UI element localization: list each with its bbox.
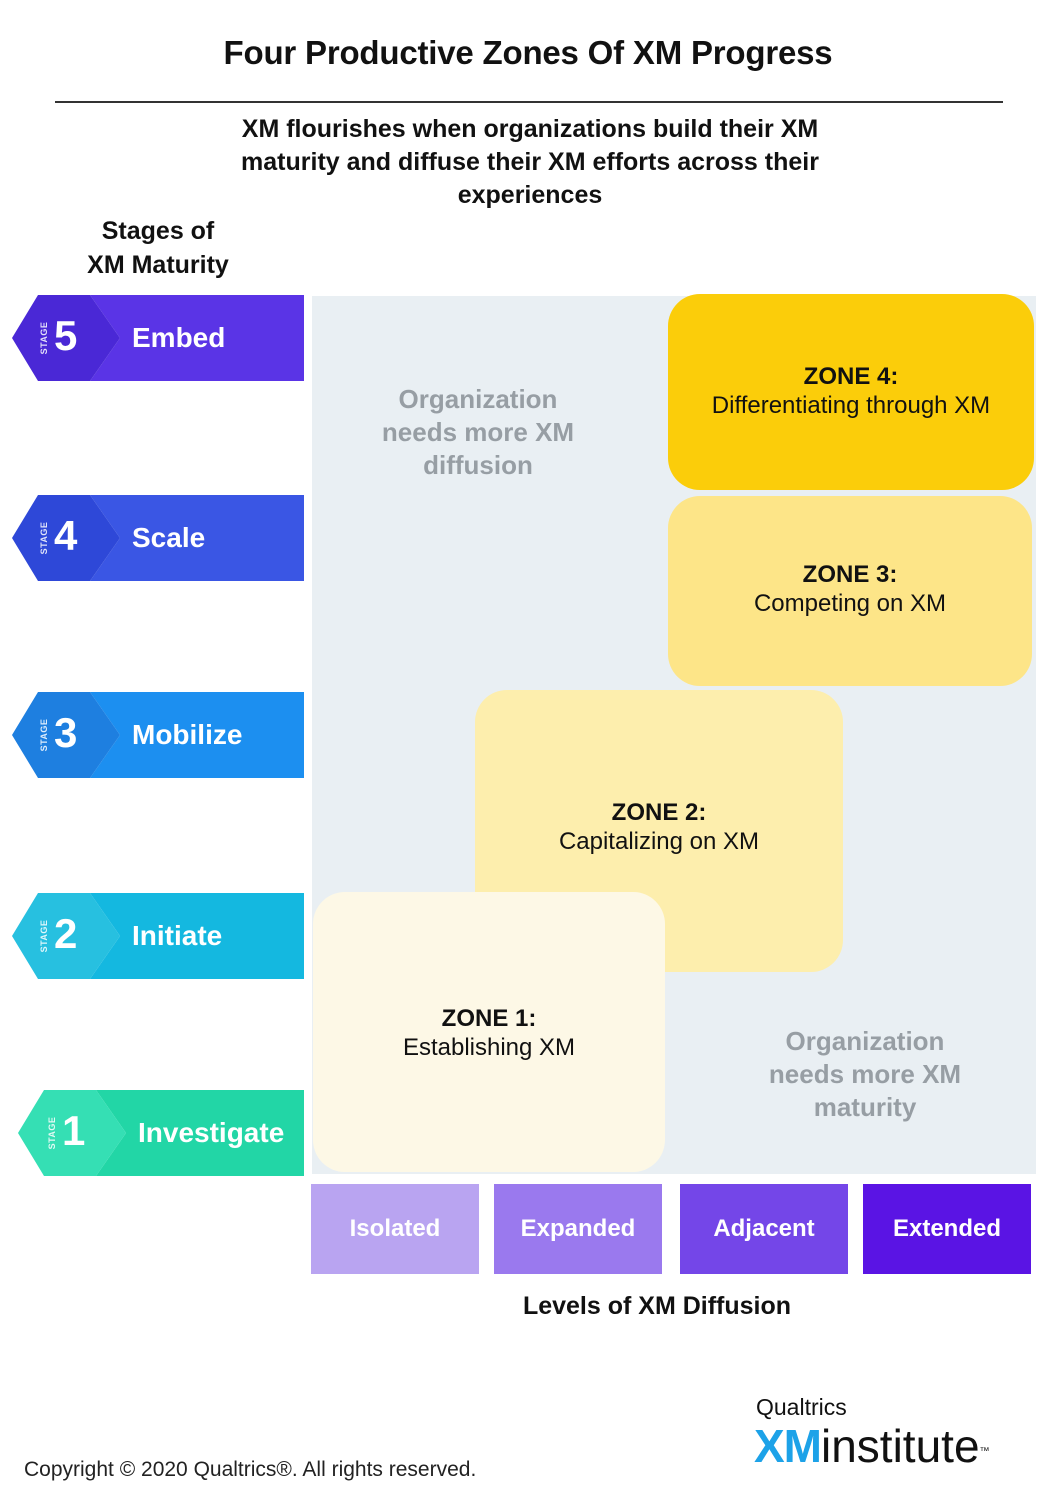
level-adjacent: Adjacent	[680, 1184, 848, 1274]
logo-institute-text: institute	[821, 1420, 980, 1472]
stage-5-number: 5	[54, 312, 78, 359]
stage-4-chevron	[12, 495, 304, 581]
zone-3-box: ZONE 3: Competing on XM	[668, 496, 1032, 686]
stages-title-line2: XM Maturity	[87, 251, 229, 279]
stage-1-investigate: STAGE 1 Investigate	[10, 1090, 304, 1176]
stage-5-chevron-dark	[12, 295, 120, 381]
stage-1-chevron	[18, 1090, 304, 1176]
xm-institute-logo: XMinstitute™	[754, 1420, 990, 1472]
zone-4-label: ZONE 4:	[803, 363, 899, 390]
stage-2-chevron-light	[90, 893, 304, 979]
levels-axis-title: Levels of XM Diffusion	[522, 1292, 792, 1320]
page-title: Four Productive Zones Of XM Progress	[223, 34, 833, 71]
stage-4-tag: STAGE	[39, 521, 49, 555]
stage-2-initiate: STAGE 2 Initiate	[10, 893, 304, 979]
stage-3-chevron-light	[90, 692, 304, 778]
logo-brand-text: Qualtrics	[756, 1394, 847, 1420]
stage-4-chevron-dark	[12, 495, 120, 581]
level-extended: Extended	[863, 1184, 1031, 1274]
stage-3-mobilize: STAGE 3 Mobilize	[10, 692, 304, 778]
stage-3-tag: STAGE	[39, 718, 49, 752]
zone-3-text: Competing on XM	[753, 590, 947, 617]
stages-axis-title: Stages of XM Maturity	[58, 214, 258, 282]
stage-4-scale: STAGE 4 Scale	[10, 495, 304, 581]
stage-4-number: 4	[54, 512, 78, 559]
stage-1-number: 1	[62, 1107, 86, 1154]
level-expanded: Expanded	[494, 1184, 662, 1274]
zone-1-label: ZONE 1:	[441, 1005, 537, 1032]
stage-2-tag: STAGE	[39, 919, 49, 953]
note-needs-maturity: Organization needs more XM maturity	[768, 1026, 962, 1122]
zone-1-box: ZONE 1: Establishing XM	[313, 892, 665, 1172]
zone-4-text: Differentiating through XM	[711, 392, 991, 419]
stage-2-number: 2	[54, 910, 78, 957]
stage-3-name: Mobilize	[132, 719, 243, 750]
stage-1-chevron-light	[96, 1090, 304, 1176]
stages-title-line1: Stages of	[101, 217, 215, 245]
zone-4-box: ZONE 4: Differentiating through XM	[668, 294, 1034, 490]
stage-2-name: Initiate	[132, 920, 223, 951]
zone-2-label: ZONE 2:	[611, 799, 707, 826]
stage-4-name: Scale	[132, 522, 206, 553]
zone-2-text: Capitalizing on XM	[558, 828, 760, 855]
stage-2-chevron	[12, 893, 304, 979]
stage-2-chevron-dark	[12, 893, 120, 979]
stage-4-chevron-light	[90, 495, 304, 581]
title-divider	[55, 101, 1003, 103]
copyright-text: Copyright © 2020 Qualtrics®. All rights …	[24, 1458, 477, 1481]
stage-5-name: Embed	[132, 322, 226, 353]
zone-1-text: Establishing XM	[402, 1034, 576, 1061]
stage-5-tag: STAGE	[39, 321, 49, 355]
stage-5-chevron	[12, 295, 304, 381]
stage-3-number: 3	[54, 709, 78, 756]
logo-xm-text: XM	[754, 1420, 822, 1472]
stage-1-tag: STAGE	[47, 1116, 57, 1150]
logo-trademark: ™	[979, 1446, 990, 1457]
subtitle: XM flourishes when organizations build t…	[241, 115, 819, 209]
stage-3-chevron	[12, 692, 304, 778]
stage-1-name: Investigate	[138, 1117, 285, 1148]
note-needs-diffusion: Organization needs more XM diffusion	[381, 384, 575, 480]
stage-5-chevron-light	[90, 295, 304, 381]
stage-3-chevron-dark	[12, 692, 120, 778]
zone-3-label: ZONE 3:	[802, 561, 898, 588]
level-isolated: Isolated	[311, 1184, 479, 1274]
stage-1-chevron-dark	[18, 1090, 126, 1176]
stage-5-embed: STAGE 5 Embed	[10, 295, 304, 381]
